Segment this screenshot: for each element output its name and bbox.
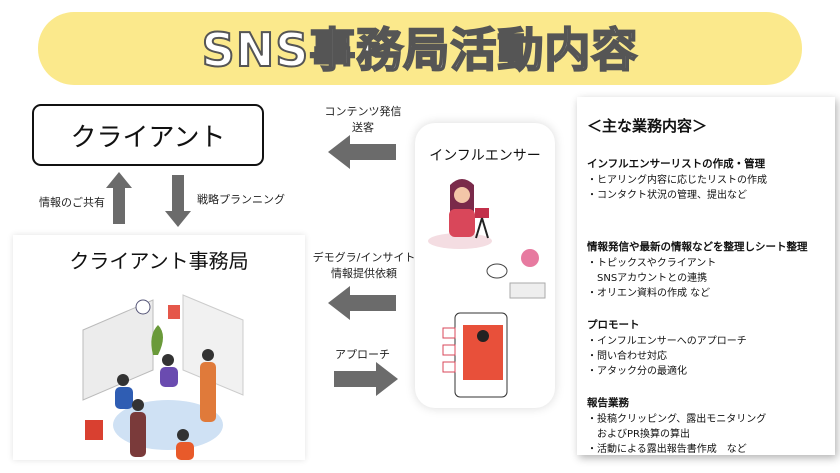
title-banner: [38, 12, 802, 85]
down-arrow-icon: [165, 175, 191, 227]
office-meeting-illustration: [82, 294, 244, 460]
influencer-illustrations: [428, 179, 546, 398]
info-share-label: 情報のご共有: [39, 196, 105, 209]
duty-section-title: 情報発信や最新の情報などを整理しシート整理: [587, 241, 808, 253]
duty-item: SNSアカウントとの連携: [587, 273, 708, 284]
duty-item: ・投稿クリッピング、露出モニタリング: [587, 414, 767, 425]
duty-item: およびPR換算の算出: [587, 429, 690, 440]
client-box: クライアント: [32, 104, 264, 166]
strategy-label: 戦略プランニング: [197, 193, 285, 206]
duty-section: 情報発信や最新の情報などを整理しシート整理 ・トピックスやクライアント SNSア…: [587, 239, 827, 301]
duty-section: インフルエンサーリストの作成・管理 ・ヒアリング内容に応じたリストの作成 ・コン…: [587, 156, 827, 203]
duty-item: ・トピックスやクライアント: [587, 258, 717, 269]
content-label: コンテンツ発信 送客: [320, 104, 406, 136]
duty-section-title: プロモート: [587, 319, 640, 331]
demo-label-line2: 情報提供依頼: [331, 267, 397, 280]
right-arrow-icon: [334, 362, 398, 396]
demo-label-line1: デモグラ/インサイト: [312, 251, 416, 264]
duty-item: ・オリエン資料の作成 など: [587, 288, 711, 299]
duties-panel: ＜主な業務内容＞ インフルエンサーリストの作成・管理 ・ヒアリング内容に応じたリ…: [577, 97, 835, 455]
duty-item: ・インフルエンサーへのアプローチ: [587, 336, 747, 347]
duty-item: ・ヒアリング内容に応じたリストの作成: [587, 175, 767, 186]
left-arrow-icon: [328, 286, 396, 320]
up-arrow-icon: [106, 172, 132, 224]
duty-item: ・コンタクト状況の管理、提出など: [587, 190, 747, 201]
client-office-panel: クライアント事務局: [13, 235, 305, 460]
duty-section: プロモート ・インフルエンサーへのアプローチ ・問い合わせ対応 ・アタック分の最…: [587, 317, 827, 379]
duty-item: ・アタック分の最適化: [587, 366, 687, 377]
duty-item: ・活動による露出報告書作成 など: [587, 444, 747, 455]
duty-section-title: インフルエンサーリストの作成・管理: [587, 158, 766, 170]
duties-heading: ＜主な業務内容＞: [587, 117, 708, 135]
duty-item: ・問い合わせ対応: [587, 351, 667, 362]
approach-label: アプローチ: [335, 348, 390, 361]
content-label-line1: コンテンツ発信: [324, 105, 402, 118]
demographics-label: デモグラ/インサイト 情報提供依頼: [308, 250, 420, 282]
page-title: SNS事務局活動内容: [201, 22, 639, 78]
left-arrow-icon: [328, 135, 396, 169]
duty-section-title: 報告業務: [587, 397, 629, 409]
client-office-title: クライアント事務局: [69, 249, 249, 273]
influencer-card: インフルエンサー: [415, 123, 555, 408]
duty-section: 報告業務 ・投稿クリッピング、露出モニタリング およびPR換算の算出 ・活動によ…: [587, 395, 827, 457]
influencer-title: インフルエンサー: [429, 148, 541, 164]
content-label-line2: 送客: [352, 121, 374, 134]
